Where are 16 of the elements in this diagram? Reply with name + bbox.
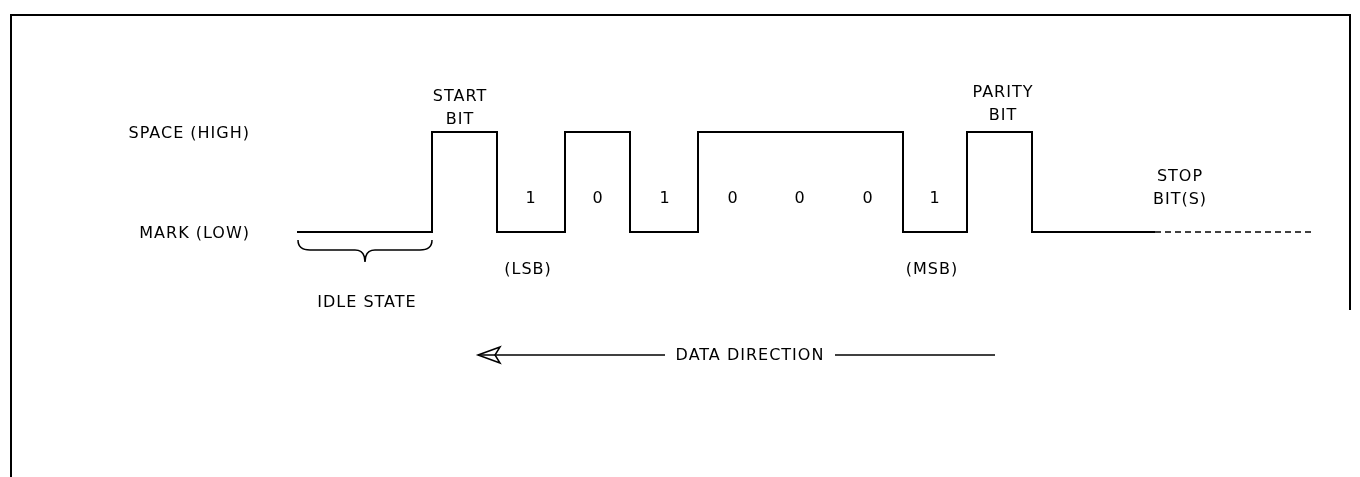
bit-value: 1 [928,187,942,209]
bit-value: 0 [591,187,605,209]
bit-label: START BIT [431,85,489,130]
bit-value: 0 [793,187,807,209]
bit-value: 0 [726,187,740,209]
bit-note: (LSB) [503,258,553,280]
bit-label: STOP BIT(S) [1151,165,1209,210]
bit-value: 1 [658,187,672,209]
bit-note: (MSB) [904,258,960,280]
level-label: SPACE (HIGH) [127,122,250,144]
bit-label: PARITY BIT [971,81,1035,126]
direction-label: DATA DIRECTION [674,344,826,366]
level-label: MARK (LOW) [138,222,250,244]
state-label: IDLE STATE [316,291,418,313]
bit-value: 1 [524,187,538,209]
bit-value: 0 [861,187,875,209]
